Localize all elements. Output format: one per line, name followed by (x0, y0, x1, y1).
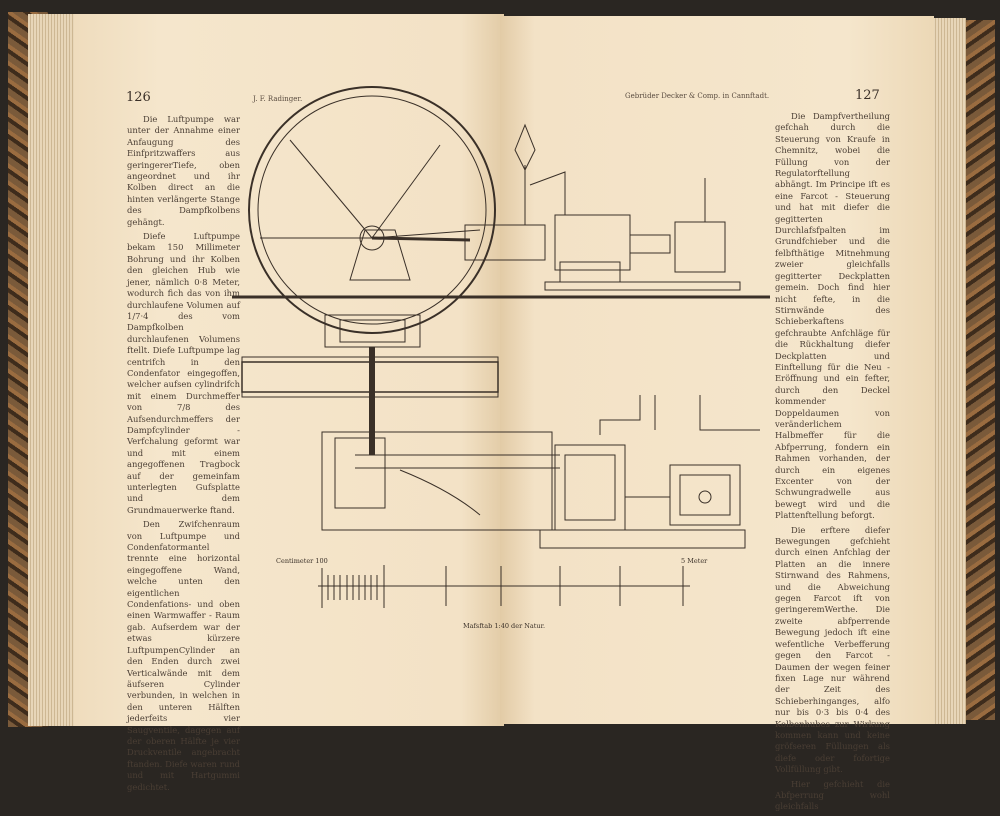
page-number-right: 127 (855, 88, 880, 103)
figure-caption: Mafsftab 1:40 der Natur. (463, 622, 546, 630)
running-head-left: J. F. Radinger. (253, 95, 303, 103)
page-edges-right (930, 18, 966, 724)
running-head-right: Gebrüder Decker & Comp. in Cannftadt. (625, 92, 770, 100)
plan-view (241, 314, 760, 549)
elevation-view (232, 86, 770, 334)
paragraph: Die Luftpumpe war unter der Annahme eine… (127, 114, 240, 227)
page-number-left: 126 (126, 90, 151, 105)
page-edges-left (28, 14, 76, 726)
scale-bar (318, 565, 690, 608)
left-page (74, 14, 504, 726)
steam-engine-drawing (232, 86, 770, 608)
paragraph: Die Dampfverthei­lung gefchah durch die … (775, 111, 890, 521)
right-page (500, 16, 934, 724)
paragraph: Diefe Luftpumpe be­kam 150 Millimeter Bo… (127, 231, 240, 515)
scale-right-label: 5 Meter (681, 557, 708, 565)
paragraph: Hier gefchieht die Ab­fperrung wohl glei… (775, 778, 890, 812)
scale-left-label: Centimeter 100 (276, 557, 328, 565)
